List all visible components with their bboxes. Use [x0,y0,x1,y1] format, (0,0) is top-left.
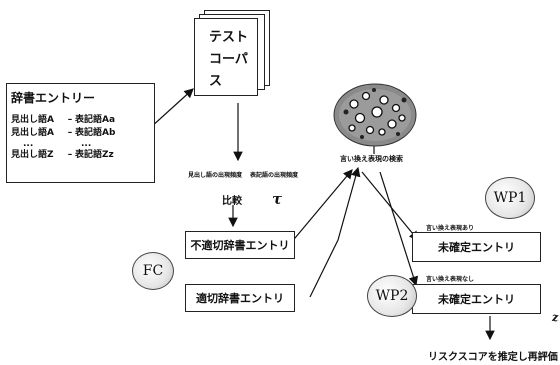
dictionary-row: 見出し語Z –表記語Zz [11,149,150,162]
line-inappropriate-to-search [289,169,353,245]
wp2-badge: WP2 [367,275,417,317]
ellipsis-2: ... [81,139,92,149]
wp1-badge: WP1 [485,177,535,219]
line-search-to-undetermined2 [379,171,419,287]
line-appropriate-to-search [309,166,361,298]
surface-form: 表記語Aa [75,115,116,125]
corpus-line-2: コーパス [209,52,248,89]
fc-badge: FC [132,252,174,290]
dictionary-row: 見出し語A –表記語Ab [11,127,150,140]
dash: – [67,150,73,160]
dictionary-row: 見出し語A –表記語Aa [11,114,150,127]
dictionary-title: 辞書エントリー [11,91,96,105]
surface-form: 表記語Ab [75,128,116,138]
headword-frequency-label: 見出し語の出現頻度 [188,172,243,179]
line-search-to-undetermined1 [361,171,419,241]
undetermined-entry-box-1: 未確定エントリ [412,232,541,262]
headword: 見出し語A [11,128,54,138]
paraphrase-search-label: 言い換え表現の検索 [340,155,403,163]
corpus-line-1: テスト [209,30,249,45]
risk-score-text: リスクスコアを推定し再評価 [428,352,558,363]
appropriate-entry-box: 適切辞書エントリ [185,284,295,312]
surface-frequency-label: 表記語の出現頻度 [250,172,299,179]
surface-form: 表記語Zz [75,150,114,160]
right-edge-glyph: z [552,311,559,324]
dictionary-entries: 辞書エントリー 見出し語A–表記語Aa 見出し語A–表記語Ab ...... 見… [6,83,155,183]
dash: – [67,115,73,125]
compare-label: 比較 [222,196,242,207]
headword: 見出し語Z [11,150,54,160]
inappropriate-entry-box: 不適切辞書エントリ [185,231,295,259]
tau-symbol: τ [272,190,283,208]
dictionary-ellipsis: ...... [11,140,150,149]
paraphrase-absent-label: 言い換え表現なし [426,276,475,283]
paraphrase-present-label: 言い換え表現あり [426,225,475,232]
dash: – [67,128,73,138]
paraphrase-search-globe-icon [333,83,417,147]
ellipsis-1: ... [23,139,34,149]
undetermined-entry-box-2: 未確定エントリ [412,284,541,314]
headword: 見出し語A [11,115,54,125]
test-corpus: テスト コーパス [194,18,258,96]
arrow-dict-to-corpus [149,88,194,129]
